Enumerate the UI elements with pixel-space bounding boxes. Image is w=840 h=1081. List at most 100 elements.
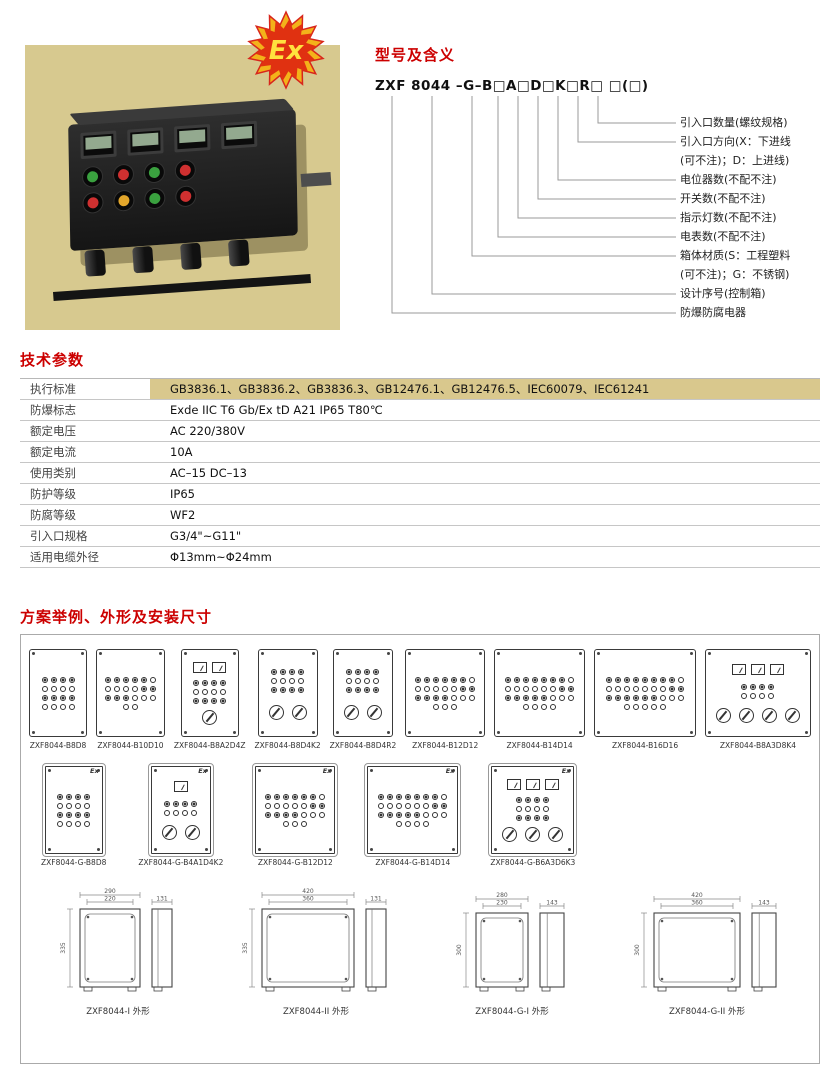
- indicator-icon: [122, 695, 129, 701]
- button-icon: [460, 695, 467, 701]
- panel-caption: ZXF8044-B8A2D4Z: [173, 741, 246, 750]
- button-icon: [441, 794, 448, 800]
- tech-label: 使用类别: [30, 466, 76, 480]
- button-icon: [298, 677, 305, 684]
- button-icon: [469, 695, 476, 701]
- button-grid: [412, 676, 478, 712]
- screw-icon: [32, 731, 35, 734]
- button-icon: [396, 803, 403, 809]
- indicator-icon: [373, 686, 380, 693]
- button-icon: [364, 677, 371, 684]
- panel-face: Ex: [252, 763, 339, 857]
- meter-window-icon: [80, 130, 117, 160]
- button-icon: [451, 686, 458, 692]
- button-grid: [262, 793, 328, 829]
- tech-label: 额定电流: [30, 445, 76, 459]
- indicator-icon: [534, 814, 541, 821]
- button-icon: [346, 677, 353, 684]
- tech-value: Exde IIC T6 Gb/Ex tD A21 IP65 T80℃: [170, 403, 383, 417]
- panel-face: Ex: [488, 763, 578, 857]
- button-grid: [374, 793, 451, 829]
- indicator-icon: [220, 679, 227, 686]
- button-icon: [68, 686, 75, 692]
- indicator-icon: [283, 794, 290, 800]
- panel-face: [405, 649, 486, 737]
- screw-icon: [96, 769, 100, 772]
- button-icon: [355, 677, 362, 684]
- indicator-icon: [271, 686, 278, 693]
- indicator-icon: [615, 677, 622, 683]
- button-icon: [113, 686, 120, 692]
- panel-caption: ZXF8044-G-B12D12: [257, 858, 333, 867]
- button-icon: [642, 704, 649, 710]
- indicator-icon: [140, 686, 147, 692]
- screw-icon: [204, 848, 208, 851]
- ex-mark: Ex: [90, 767, 99, 775]
- svg-text:131: 131: [370, 896, 382, 903]
- tech-value: Φ13mm~Φ24mm: [170, 550, 272, 564]
- indicator-icon: [280, 668, 287, 675]
- button-icon: [220, 688, 227, 695]
- panel-face: [704, 649, 811, 737]
- button-icon: [301, 812, 308, 818]
- svg-text:300: 300: [634, 944, 641, 956]
- svg-text:143: 143: [546, 900, 558, 907]
- button-icon: [292, 803, 299, 809]
- button-icon: [550, 695, 557, 701]
- panel-caption: ZXF8044-B10D10: [97, 741, 164, 750]
- switch-row: [343, 704, 382, 720]
- indicator-icon: [441, 803, 448, 809]
- button-icon: [642, 686, 649, 692]
- meter-icon: [544, 779, 559, 790]
- panel-face: Ex: [147, 763, 214, 857]
- indicator-icon: [750, 684, 757, 690]
- switch-icon: [291, 704, 307, 720]
- indicator-icon: [516, 796, 523, 803]
- indicator-icon: [149, 686, 156, 692]
- button-icon: [523, 704, 530, 710]
- button-grid: [52, 793, 96, 829]
- button-icon: [283, 821, 290, 827]
- screw-icon: [98, 731, 102, 734]
- button-grid: [601, 676, 689, 712]
- indicator-icon: [59, 695, 66, 701]
- button-icon: [84, 803, 91, 809]
- screw-icon: [370, 848, 374, 851]
- indicator-icon: [451, 677, 458, 683]
- model-connector-line: [431, 96, 676, 295]
- screw-icon: [370, 769, 374, 772]
- screw-icon: [804, 652, 808, 655]
- indicator-icon: [364, 668, 371, 675]
- indicator-icon: [543, 814, 550, 821]
- button-icon: [532, 704, 539, 710]
- indicator-icon: [759, 684, 766, 690]
- button-icon: [59, 704, 66, 710]
- control-box-illustration: [68, 108, 298, 252]
- scheme-panel: ZXF8044-B8D4R2: [330, 649, 396, 750]
- button-grid: [266, 667, 310, 694]
- button-icon: [191, 810, 198, 816]
- section-title-tech: 技术参数: [20, 351, 85, 369]
- panel-face: [29, 649, 87, 737]
- cable-gland-icon: [227, 239, 250, 267]
- model-connector-line: [577, 96, 676, 143]
- indicator-icon: [532, 695, 539, 701]
- indicator-icon: [424, 695, 431, 701]
- screw-icon: [497, 731, 501, 734]
- indicator-icon: [568, 686, 575, 692]
- meter-window-icon: [127, 127, 164, 156]
- indicator-icon: [59, 677, 66, 683]
- indicator-icon: [516, 814, 523, 821]
- screw-icon: [258, 848, 262, 851]
- screw-icon: [494, 848, 498, 851]
- indicator-icon: [364, 686, 371, 693]
- screw-icon: [579, 652, 583, 655]
- indicator-icon: [292, 812, 299, 818]
- screw-icon: [32, 652, 35, 655]
- outline-caption: ZXF8044-I 外形: [86, 1007, 150, 1017]
